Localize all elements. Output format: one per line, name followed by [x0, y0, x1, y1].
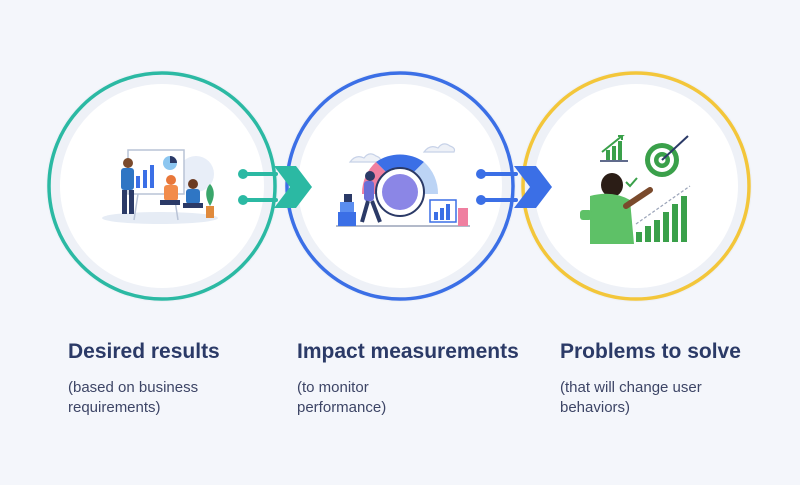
step-3-ring — [520, 70, 752, 302]
team-meeting-presentation-icon — [102, 149, 218, 224]
step-1-subtitle-line-1: (based on business — [68, 379, 199, 396]
arrow-right-icon — [274, 166, 312, 208]
step-3-subtitle: (that will change user behaviors) — [560, 378, 730, 418]
step-1-subtitle: (based on business requirements) — [68, 378, 238, 418]
step-2-subtitle-line-1: (to monitor — [297, 379, 369, 396]
step-1-title: Desired results — [68, 340, 220, 363]
connector-arrow-1 — [238, 166, 312, 208]
step-3-title: Problems to solve — [560, 340, 741, 363]
step-2-subtitle: (to monitor performance) — [297, 378, 427, 418]
step-2-title: Impact measurements — [297, 340, 519, 363]
step-1-subtitle-line-2: requirements) — [68, 399, 161, 416]
target-growth-icon — [580, 135, 691, 244]
step-3-subtitle-line-2: behaviors) — [560, 399, 631, 416]
step-3-subtitle-line-1: (that will change user — [560, 379, 702, 396]
step-2-subtitle-line-2: performance) — [297, 399, 387, 416]
arrow-right-icon — [514, 166, 552, 208]
performance-gauge-icon — [336, 143, 470, 227]
connector-arrow-2 — [476, 166, 552, 208]
